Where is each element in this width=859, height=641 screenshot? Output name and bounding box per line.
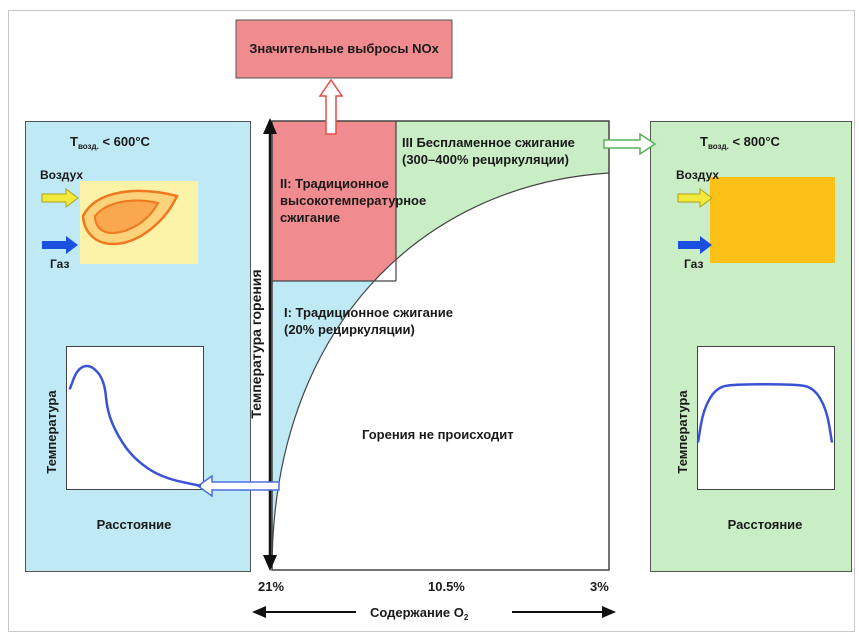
right-burner-block <box>710 177 835 263</box>
right-air-arrow-icon <box>677 188 713 208</box>
right-air-label: Воздух <box>676 168 720 182</box>
figure-frame <box>8 10 855 632</box>
main-x-label-subscript: 2 <box>463 613 469 622</box>
main-x-label: Содержание O2 <box>370 604 468 626</box>
no-combustion-region <box>272 173 609 570</box>
left-temp-value: < 600°C <box>102 134 150 149</box>
left-temp-prefix: T <box>70 134 78 149</box>
left-air-label: Воздух <box>40 168 84 182</box>
no-combustion-label: Горения не происходит <box>362 427 514 442</box>
right-gas-label: Газ <box>684 257 704 271</box>
left-air-arrow-icon <box>41 188 79 208</box>
nox-box <box>235 19 453 79</box>
left-air-temp: Tвозд. < 600°C <box>70 133 150 155</box>
region-II-line-3: сжигание <box>280 210 341 225</box>
x-axis-left-arrowhead-icon <box>252 606 266 618</box>
right-profile-xlabel: Расстояние <box>727 517 803 532</box>
left-profile-xlabel: Расстояние <box>96 517 172 532</box>
region-III-line-1: III Беспламенное сжигание <box>402 135 575 150</box>
nox-box-label: Значительные выбросы NOx <box>249 41 439 56</box>
left-gas-label: Газ <box>50 257 70 271</box>
main-y-axis-bottom-arrowhead-icon <box>263 555 277 571</box>
region-II-line-2: высокотемпературное <box>280 193 427 208</box>
right-profile-box <box>697 346 835 490</box>
main-chart-border <box>271 120 610 571</box>
right-temp-value: < 800°C <box>732 134 780 149</box>
x-tick-21: 21% <box>258 579 285 594</box>
region-I-label: I: Традиционное сжигание (20% рециркуляц… <box>284 304 453 338</box>
region-I-line-2: (20% рециркуляции) <box>284 322 415 337</box>
left-profile-box <box>66 346 204 490</box>
region-III-label: III Беспламенное сжигание (300–400% реци… <box>402 134 575 168</box>
right-temp-subscript: возд. <box>707 142 729 151</box>
main-x-label-text: Содержание O <box>370 605 464 620</box>
flame-icon <box>81 189 179 246</box>
nox-arrow-icon <box>318 78 344 135</box>
right-air-temp: Tвозд. < 800°C <box>700 133 780 155</box>
left-gas-arrow-icon <box>42 236 78 254</box>
region-I-line-1: I: Традиционное сжигание <box>284 305 453 320</box>
right-temperature-curve <box>696 383 834 443</box>
right-gas-arrow-icon <box>678 236 712 254</box>
right-link-arrow-icon <box>603 132 657 156</box>
left-temperature-curve <box>68 364 202 488</box>
x-tick-10-5: 10.5% <box>428 579 465 594</box>
x-axis-right-arrowhead-icon <box>602 606 616 618</box>
combustion-boundary-curve <box>272 172 609 570</box>
x-tick-3: 3% <box>590 579 609 594</box>
region-II-line-1: II: Традиционное <box>280 176 389 191</box>
left-link-arrow-icon <box>196 474 280 498</box>
right-temp-prefix: T <box>700 134 708 149</box>
main-y-axis-arrowhead-icon <box>263 118 277 134</box>
region-II-label: II: Традиционное высокотемпературное сжи… <box>280 175 426 226</box>
left-temp-subscript: возд. <box>77 142 99 151</box>
main-y-label: Температура горения <box>248 269 264 419</box>
region-III-line-2: (300–400% рециркуляции) <box>402 152 569 167</box>
region-II-fill <box>272 121 396 281</box>
